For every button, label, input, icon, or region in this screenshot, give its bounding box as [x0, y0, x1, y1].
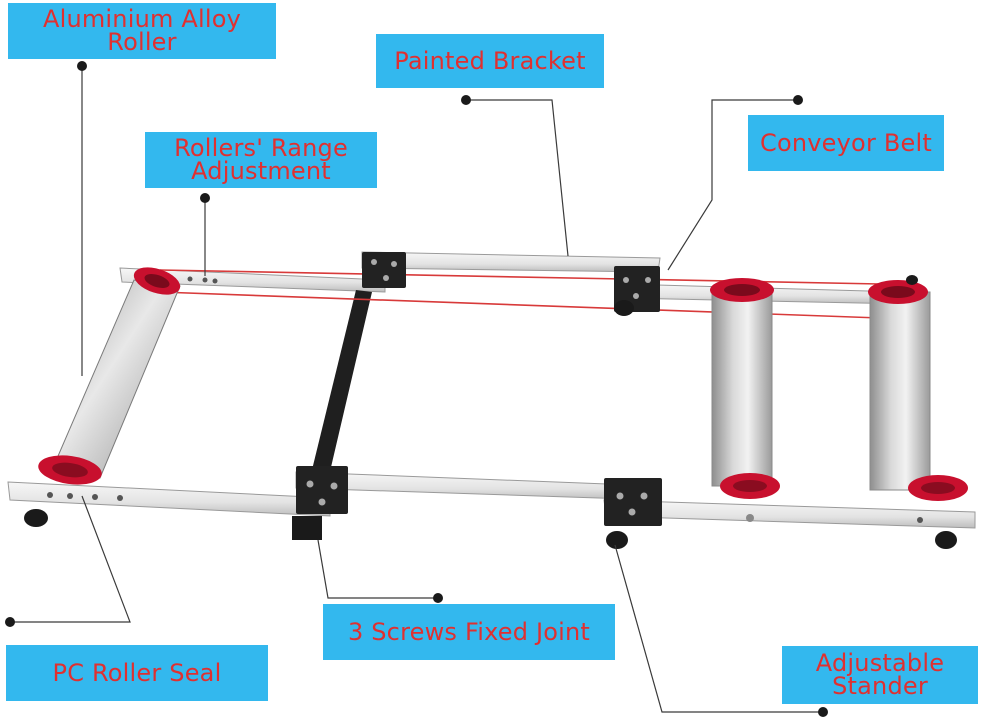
three-screws-fixed-joint: [292, 466, 348, 540]
front-frame-rail: [8, 472, 975, 528]
label-rollers-range-adjustment: Rollers' Range Adjustment: [145, 132, 377, 188]
label-adjustable-stander: Adjustable Stander: [782, 646, 978, 704]
label-painted-bracket: Painted Bracket: [376, 34, 604, 88]
label-aluminium-alloy-roller: Aluminium Alloy Roller: [8, 3, 276, 59]
label-three-screws-fixed-joint: 3 Screws Fixed Joint: [323, 604, 615, 660]
aluminium-alloy-roller-front-1: [710, 278, 780, 499]
screw-joint-rear-left: [362, 252, 406, 288]
label-conveyor-belt: Conveyor Belt: [748, 115, 944, 171]
screw-joint-front-right: [604, 478, 662, 526]
painted-bracket-bar: [310, 290, 372, 480]
aluminium-alloy-roller-front-2: [868, 280, 968, 501]
label-pc-roller-seal: PC Roller Seal: [6, 645, 268, 701]
aluminium-alloy-roller-rear: [36, 262, 183, 488]
